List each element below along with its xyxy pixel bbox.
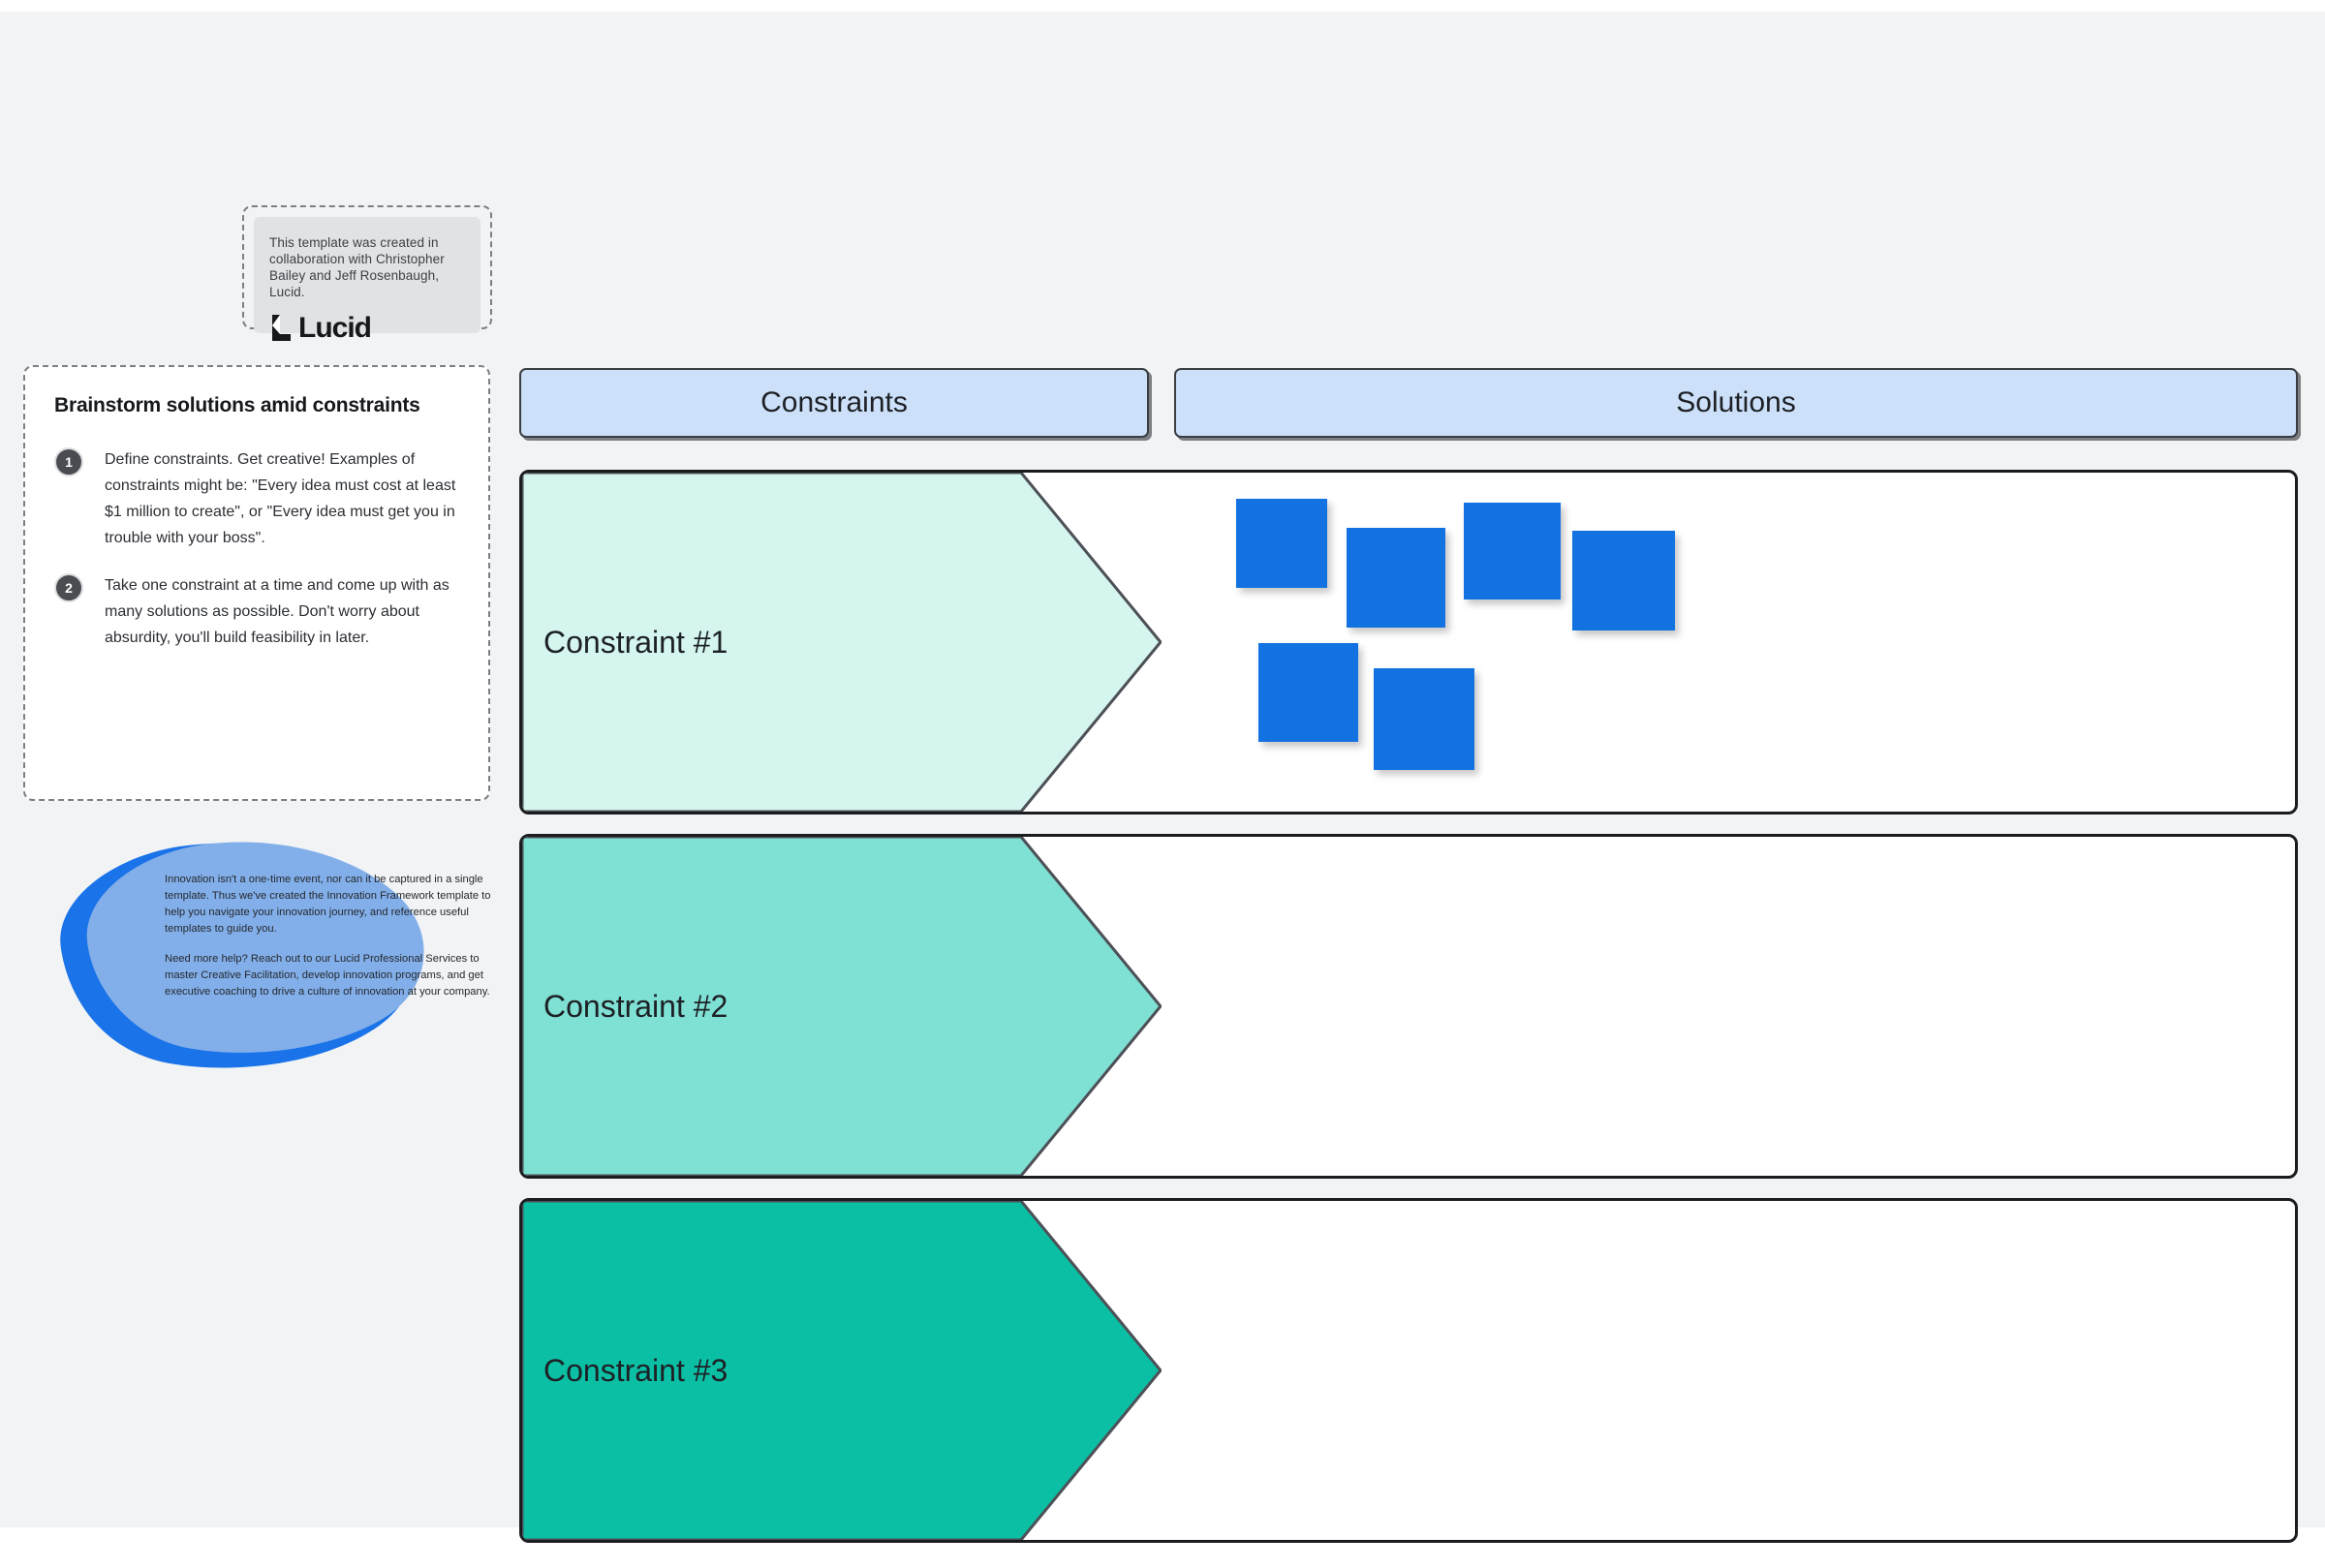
- lucid-credit-text: This template was created in collaborati…: [269, 235, 445, 299]
- blob-note-text: Innovation isn't a one-time event, nor c…: [165, 872, 499, 1000]
- sticky-note[interactable]: [1374, 668, 1474, 770]
- sticky-note[interactable]: [1347, 528, 1445, 628]
- sticky-note[interactable]: [1258, 643, 1358, 742]
- column-header-solutions[interactable]: Solutions: [1174, 368, 2298, 438]
- lucid-credit-card: This template was created in collaborati…: [242, 205, 492, 343]
- innovation-blob-note: Innovation isn't a one-time event, nor c…: [44, 833, 490, 1075]
- whiteboard-canvas: This template was created in collaborati…: [0, 12, 2325, 1543]
- lucid-logo: Lucid: [269, 314, 465, 343]
- blob-paragraph-1: Innovation isn't a one-time event, nor c…: [165, 874, 491, 935]
- step-number-badge: 2: [54, 573, 83, 602]
- lucid-logo-icon: [269, 314, 294, 343]
- instructions-card: Brainstorm solutions amid constraints 1 …: [23, 365, 490, 801]
- constraint-chevron-1[interactable]: Constraint #1: [522, 473, 1162, 812]
- sticky-note[interactable]: [1236, 499, 1327, 588]
- instructions-title: Brainstorm solutions amid constraints: [54, 394, 420, 416]
- column-header-constraints[interactable]: Constraints: [519, 368, 1149, 438]
- lucid-credit-inner: This template was created in collaborati…: [254, 217, 480, 343]
- blob-paragraph-2: Need more help? Reach out to our Lucid P…: [165, 953, 490, 998]
- constraint-chevron-2[interactable]: Constraint #2: [522, 837, 1162, 1176]
- constraint-row-3: Constraint #3: [519, 1198, 2298, 1543]
- constraint-chevron-3[interactable]: Constraint #3: [522, 1201, 1162, 1540]
- step-text: Take one constraint at a time and come u…: [105, 577, 450, 646]
- sticky-note[interactable]: [1464, 503, 1561, 600]
- instruction-step-2: 2 Take one constraint at a time and come…: [54, 572, 459, 651]
- lucid-wordmark: Lucid: [298, 312, 372, 344]
- constraint-row-1: Constraint #1: [519, 470, 2298, 815]
- blob-shape: [60, 842, 424, 1068]
- sticky-note[interactable]: [1572, 531, 1675, 630]
- step-text: Define constraints. Get creative! Exampl…: [105, 451, 456, 546]
- instruction-step-1: 1 Define constraints. Get creative! Exam…: [54, 446, 459, 551]
- step-number-badge: 1: [54, 447, 83, 477]
- constraint-row-2: Constraint #2: [519, 834, 2298, 1179]
